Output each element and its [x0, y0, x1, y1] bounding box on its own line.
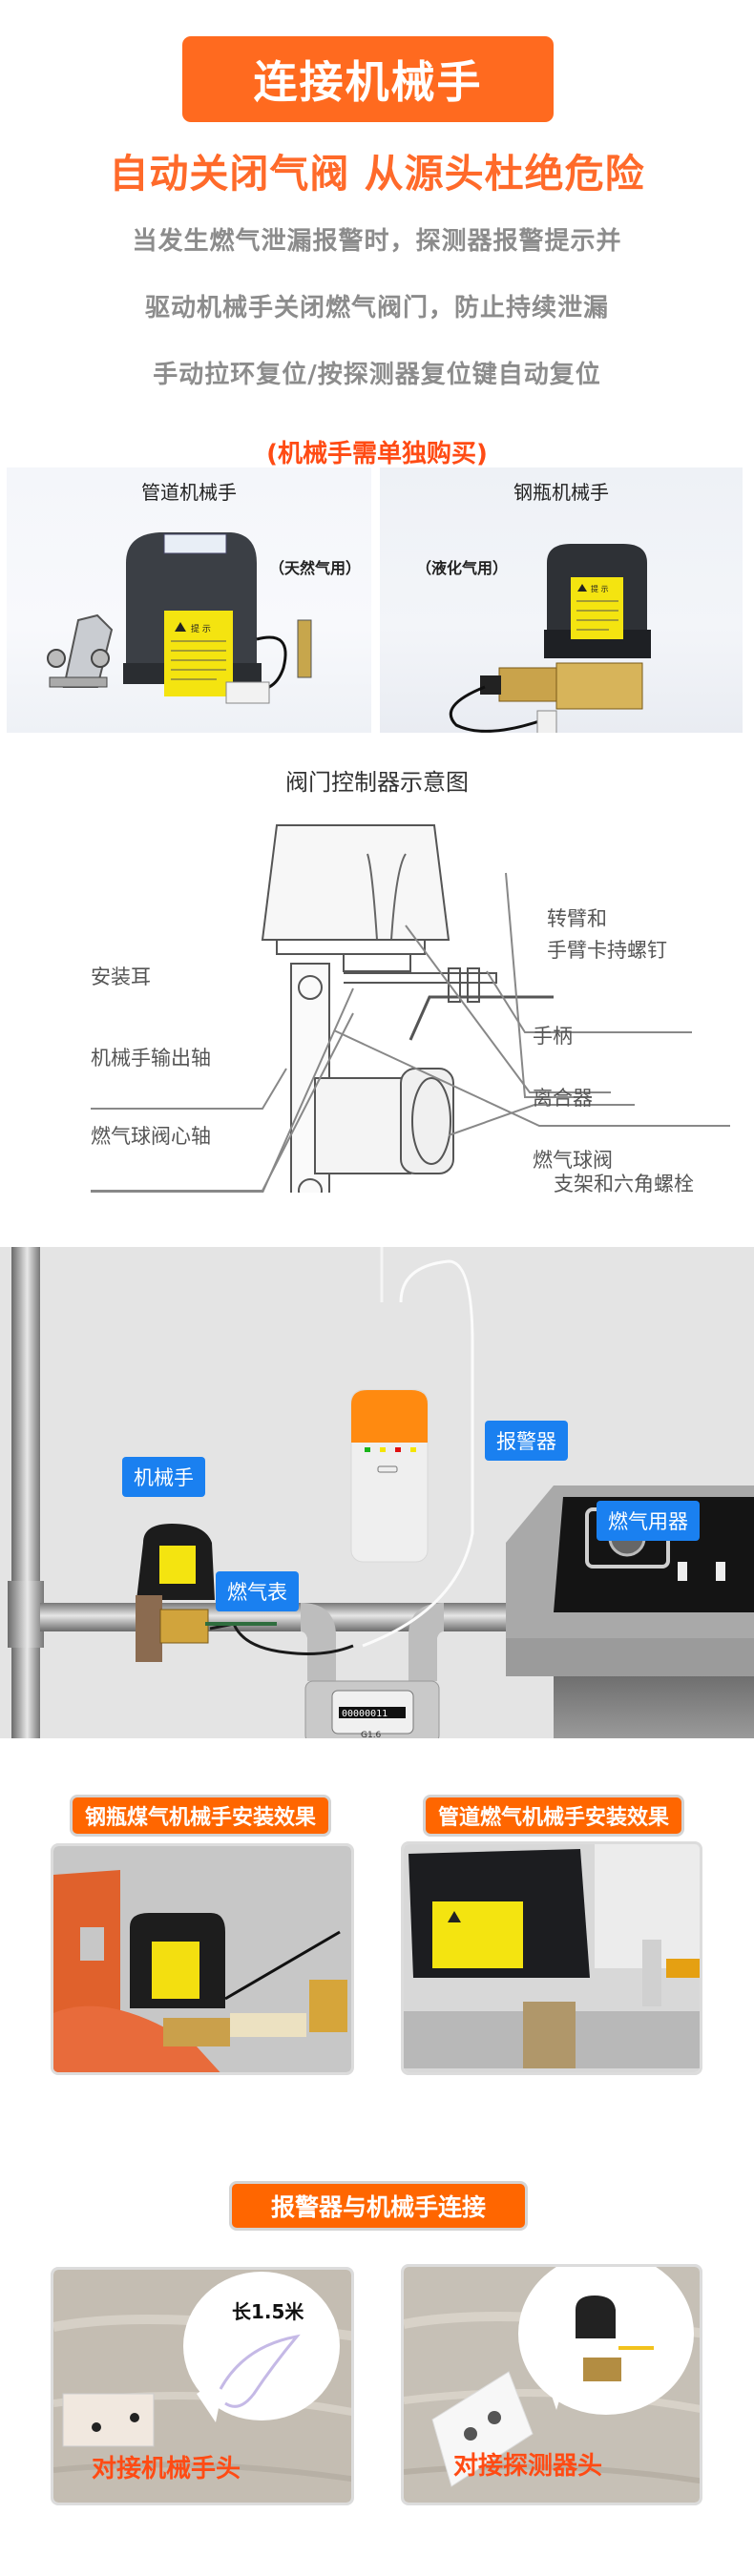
description-line: 手动拉环复位/按探测器复位键自动复位 — [153, 361, 601, 389]
pipeline-install-image — [404, 1844, 700, 2072]
warning-label-title: 提 示 — [191, 624, 211, 634]
purchase-note: (机械手需单独购买) — [266, 440, 488, 468]
photo-manipulator-connector: 长1.5米 对接机械手头 — [51, 2267, 354, 2505]
scene-illustration: 00000011 G1.6 — [8, 1247, 754, 1738]
product-title: 钢瓶机械手 — [513, 481, 609, 504]
tag-alarm: 报警器 — [485, 1421, 568, 1461]
caption-detector-head: 对接探测器头 — [453, 2452, 603, 2481]
connection-title: 报警器与机械手连接 — [229, 2181, 528, 2231]
tag-gas-meter: 燃气表 — [216, 1571, 299, 1611]
detector-connector-image — [404, 2267, 700, 2503]
product-panel-pipeline: 管道机械手 （天然气用） 提 示 — [7, 467, 371, 733]
photo-pipeline-install — [401, 1841, 702, 2075]
manipulator-connector-image — [53, 2270, 351, 2503]
description-line: 当发生燃气泄漏报警时，探测器报警提示并 — [132, 227, 622, 256]
valve-controller-schematic: 安装耳 机械手输出轴 燃气球阀心轴 转臂和 手臂卡持螺钉 手柄 离合器 燃气球阀… — [0, 811, 754, 1195]
schematic-title: 阀门控制器示意图 — [285, 769, 469, 796]
label-valve-spindle: 燃气球阀心轴 — [91, 1125, 211, 1148]
label-clutch: 离合器 — [533, 1087, 593, 1110]
label-arm-screw: 手臂卡持螺钉 — [547, 939, 667, 962]
meter-reading: 00000011 — [342, 1709, 387, 1719]
label-swivel-arm: 转臂和 — [547, 907, 607, 930]
cable-length-label: 长1.5米 — [232, 2300, 304, 2323]
meter-model: G1.6 — [361, 1731, 382, 1738]
warning-label-title: 提 示 — [591, 584, 609, 593]
product-panel-cylinder: 钢瓶机械手 （液化气用） 提 示 — [380, 467, 743, 733]
tag-gas-appliance: 燃气用器 — [597, 1501, 700, 1541]
gas-type-note: （液化气用） — [416, 559, 509, 577]
headline: 自动关闭气阀 从源头杜绝危险 — [109, 151, 645, 197]
label-ball-valve: 燃气球阀 — [533, 1149, 613, 1172]
description-line: 驱动机械手关闭燃气阀门，防止持续泄漏 — [144, 294, 609, 322]
tag-cylinder-install-effect: 钢瓶煤气机械手安装效果 — [70, 1795, 331, 1837]
label-handle: 手柄 — [533, 1025, 573, 1048]
tag-manipulator: 机械手 — [122, 1457, 205, 1497]
photo-cylinder-install — [51, 1843, 354, 2075]
gas-type-note: （天然气用） — [269, 559, 362, 577]
cylinder-install-image — [53, 1846, 351, 2072]
label-output-shaft: 机械手输出轴 — [91, 1047, 211, 1070]
section-banner-connect-manipulator: 连接机械手 — [182, 36, 554, 122]
installation-scene: 00000011 G1.6 机械手 报警器 燃气表 燃气用器 — [0, 1247, 754, 1738]
product-title: 管道机械手 — [141, 481, 237, 504]
schematic-drawing — [91, 824, 730, 1193]
caption-manipulator-head: 对接机械手头 — [92, 2455, 241, 2483]
cylinder-manipulator-image: 提 示 — [449, 544, 651, 733]
label-mounting-ear: 安装耳 — [91, 966, 151, 988]
pipeline-manipulator-image: 提 示 — [47, 532, 312, 704]
tag-pipeline-install-effect: 管道燃气机械手安装效果 — [423, 1795, 684, 1837]
photo-detector-connector: 对接探测器头 — [401, 2264, 702, 2505]
label-bracket-bolt: 支架和六角螺栓 — [554, 1173, 694, 1195]
